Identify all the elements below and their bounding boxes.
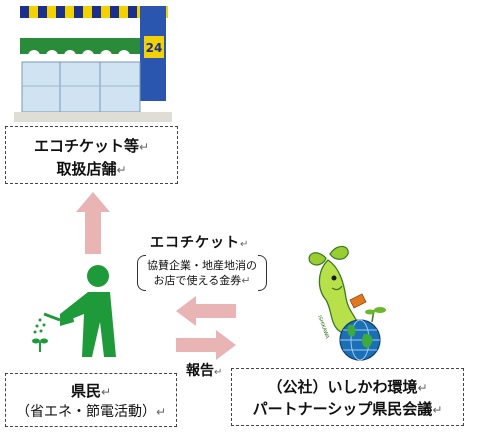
eco-ticket-label: エコチケット↵: [150, 235, 250, 251]
globe-icon: [339, 319, 381, 361]
mascot-watering-can-icon: [349, 293, 367, 309]
person-body: [60, 292, 116, 357]
mascot-leaf-icon: [308, 245, 349, 266]
store-label-line2: 取扱店舗↵: [56, 160, 127, 178]
store-scallops: [28, 50, 130, 62]
citizen-person-icon: [32, 265, 116, 357]
left-bracket: [137, 255, 146, 291]
mascot-text: ISHIKAWA: [316, 315, 330, 340]
person-head: [87, 265, 109, 287]
store-24-sign: [144, 36, 164, 58]
store-label-box: エコチケット等↵ 取扱店舗↵: [5, 126, 178, 184]
store-sign-number: 24: [146, 41, 163, 55]
ticket-desc-line2: お店で使える金券↵: [153, 274, 251, 287]
eco-ticket-description: 協賛企業・地産地消の お店で使える金券↵: [137, 253, 267, 293]
store-label-line1: エコチケット等↵: [33, 137, 150, 155]
citizen-label-box: 県民↵ （省エネ・節電活動）↵: [5, 373, 177, 427]
citizen-label-line1: 県民↵: [70, 382, 112, 400]
store-green-band: [20, 38, 140, 54]
store-window: [21, 61, 141, 113]
mascot-eye: [331, 275, 337, 281]
right-bracket: [258, 255, 267, 291]
water-drops: [33, 318, 46, 334]
left-arrow: [176, 296, 236, 326]
council-label-line1: （公社）いしかわ環境↵: [267, 378, 428, 396]
citizen-label-line2: （省エネ・節電活動）↵: [15, 404, 167, 420]
council-label-line2: パートナーシップ県民会議↵: [252, 400, 443, 418]
mascot-with-globe-illustration: ISHIKAWA: [308, 245, 386, 361]
right-arrow: [176, 330, 236, 360]
up-arrow: [76, 192, 110, 254]
ticket-desc-line1: 協賛企業・地産地消の: [147, 259, 257, 272]
convenience-store-illustration: 24: [14, 6, 172, 122]
watering-can-icon: [43, 310, 74, 326]
report-label: 報告↵: [186, 363, 223, 379]
awning-stripes: [20, 6, 137, 18]
plant-sprout-icon: [365, 307, 386, 323]
sprout-icon: [32, 338, 48, 352]
store-base: [14, 112, 172, 122]
council-label-box: （公社）いしかわ環境↵ パートナーシップ県民会議↵: [231, 368, 464, 426]
